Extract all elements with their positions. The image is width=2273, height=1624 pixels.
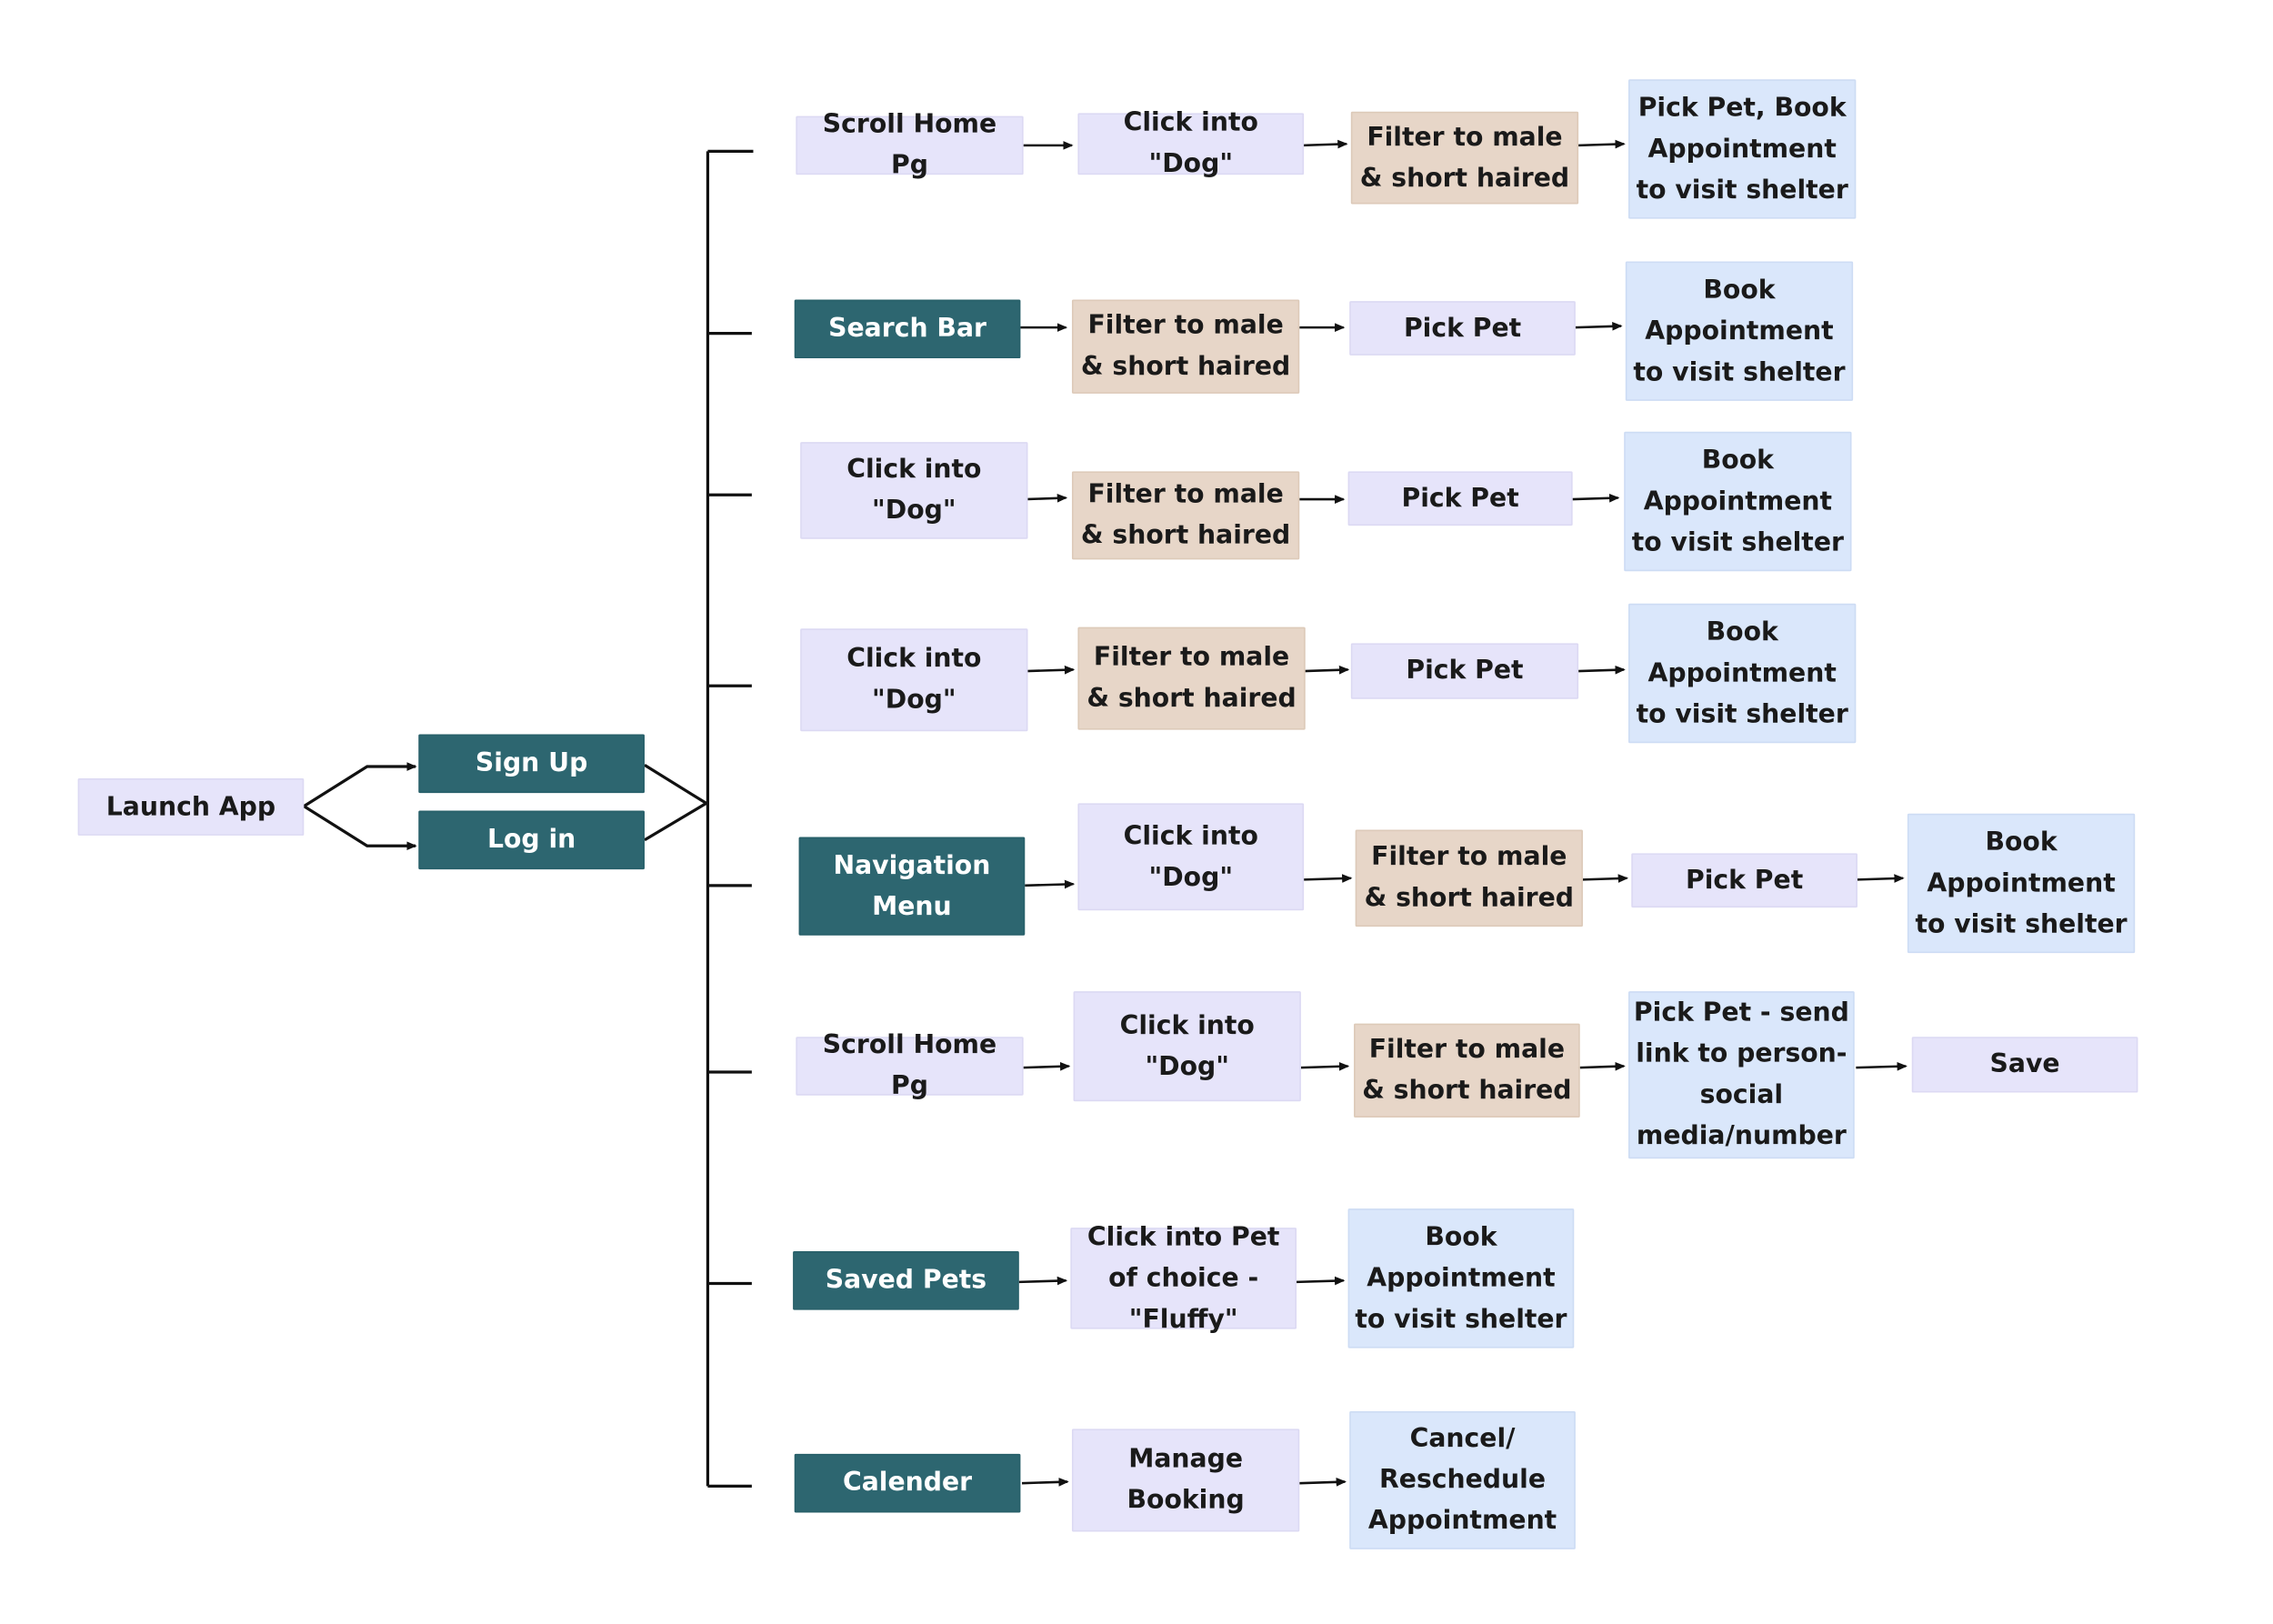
sign-up-node: Sign Up (418, 734, 645, 794)
flow-arrow (1572, 493, 1620, 503)
book-appointment-node: Book Appointment to visit shelter (1347, 1208, 1575, 1348)
book-appointment-node: Book Appointment to visit shelter (1907, 813, 2136, 954)
pick-pet-send-link-node: Pick Pet - send link to person-social me… (1628, 991, 1855, 1159)
saved-pets-node: Saved Pets (793, 1250, 1019, 1310)
search-bar-node: Search Bar (794, 299, 1021, 359)
filter-node: Filter to male & short haired (1071, 471, 1300, 560)
flow-arrow (1578, 665, 1626, 675)
calender-node: Calender (794, 1453, 1021, 1513)
cancel-reschedule-node: Cancel/ Reschedule Appointment (1349, 1411, 1576, 1549)
flow-arrow (1300, 1061, 1350, 1071)
scroll-home-node: Scroll Home Pg (796, 110, 1024, 181)
flow-arrow (1578, 139, 1626, 149)
click-dog-node: Click into "Dog" (1077, 803, 1305, 911)
pick-pet-node: Pick Pet (1631, 853, 1857, 908)
flow-arrow (1021, 1478, 1069, 1487)
flow-arrow (1857, 874, 1905, 883)
book-appointment-node: Book Appointment to visit shelter (1625, 261, 1854, 401)
flow-arrow (1302, 139, 1348, 149)
flow-arrow (1297, 1276, 1346, 1286)
click-pet-of-choice-node: Click into Pet of choice - "Fluffy" (1070, 1222, 1297, 1334)
launch-app-node: Launch App (77, 777, 305, 836)
connector-launch-to-login (303, 805, 417, 851)
click-dog-node: Click into "Dog" (1077, 109, 1305, 179)
flow-arrow (1582, 874, 1629, 883)
scroll-home-node: Scroll Home Pg (796, 1031, 1024, 1101)
click-dog-node: Click into "Dog" (1073, 991, 1301, 1102)
book-appointment-node: Book Appointment to visit shelter (1624, 431, 1852, 572)
filter-node: Filter to male & short haired (1077, 627, 1306, 730)
filter-node: Filter to male & short haired (1354, 1023, 1580, 1118)
connector-launch-to-signup (303, 762, 417, 808)
flow-arrow (1299, 1478, 1347, 1487)
filter-node: Filter to male & short haired (1071, 299, 1300, 394)
pick-pet-node: Pick Pet (1347, 471, 1573, 526)
book-appointment-node: Book Appointment to visit shelter (1628, 603, 1857, 744)
click-dog-node: Click into "Dog" (800, 442, 1028, 539)
flow-arrow (1026, 665, 1076, 675)
click-dog-node: Click into "Dog" (800, 628, 1028, 732)
flow-arrow (1575, 321, 1623, 331)
flow-arrow (1018, 1276, 1068, 1286)
flow-arrow (1304, 874, 1353, 883)
pick-pet-node: Pick Pet (1349, 301, 1576, 356)
pick-and-book-node: Pick Pet, Book Appointment to visit shel… (1628, 79, 1857, 219)
log-in-node: Log in (418, 810, 645, 870)
flow-arrow (1304, 665, 1350, 675)
manage-booking-node: Manage Booking (1071, 1429, 1300, 1532)
navigation-menu-node: Navigation Menu (798, 837, 1026, 936)
filter-node: Filter to male & short haired (1350, 111, 1579, 205)
flow-arrow (1025, 879, 1076, 889)
connector-login-to-bracket (644, 802, 707, 842)
flow-arrow (1023, 1061, 1071, 1071)
flow-arrow (1579, 1061, 1626, 1071)
flow-arrow (1025, 493, 1068, 503)
filter-node: Filter to male & short haired (1355, 829, 1583, 927)
flow-arrow (1856, 1061, 1908, 1071)
connector-signup-to-bracket (644, 764, 707, 805)
pick-pet-node: Pick Pet (1350, 643, 1579, 699)
save-node: Save (1911, 1037, 2138, 1093)
